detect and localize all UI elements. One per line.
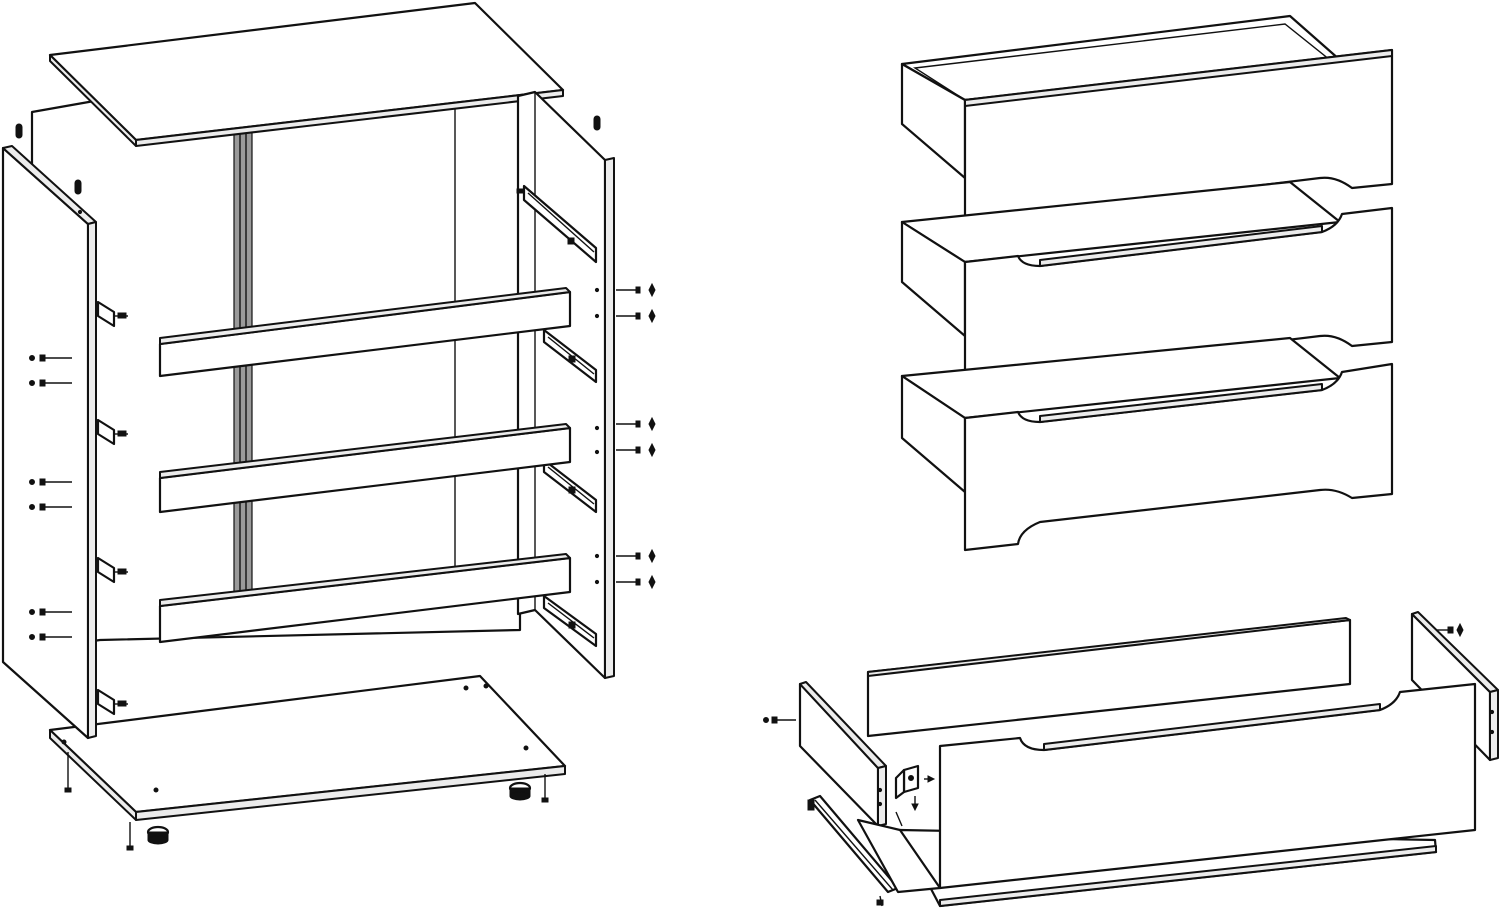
dowel-icon: [74, 179, 82, 195]
cross-rail: [158, 423, 572, 514]
drawer-front: [900, 336, 1394, 552]
screw-icon: [763, 716, 796, 724]
screw-icon: [29, 633, 72, 641]
foot-icon: [126, 822, 134, 851]
drawer-runner-icon: [516, 184, 598, 264]
screw-icon: [29, 608, 72, 616]
cross-rail: [158, 287, 572, 378]
drawer-runner-icon-group: [516, 184, 598, 648]
screw-icon: [29, 379, 72, 387]
screw-icon: [616, 282, 656, 298]
foot-icon: [64, 752, 72, 793]
drawer-left-side: [798, 681, 887, 828]
drawer-front-panel: [938, 682, 1477, 890]
screw-icon: [895, 811, 903, 827]
foot-icon: [541, 774, 549, 803]
dowel-icon: [593, 115, 601, 131]
dowel-icon-group: [15, 115, 601, 195]
drawer-front: [900, 14, 1394, 240]
drawer-runner-icon: [542, 594, 598, 648]
left-side-panel: [1, 145, 97, 740]
cam-nut-icon: [96, 688, 128, 716]
screw-icon: [616, 416, 656, 432]
bottom-panel: [48, 674, 567, 821]
screw-icon: [876, 895, 884, 907]
drawer-exploded: [763, 611, 1499, 908]
foot-icon: [508, 781, 532, 801]
screw-icon: [616, 548, 656, 564]
screw-icon: [1436, 622, 1464, 638]
screw-icon-group-left: [29, 354, 72, 641]
drawer-stack: [900, 14, 1394, 552]
drawer-runner-icon: [542, 328, 598, 384]
foot-icon-group: [64, 752, 549, 851]
screw-icon: [29, 354, 72, 362]
drawer-back-panel: [866, 617, 1352, 738]
bracket-icon: [894, 764, 936, 812]
cam-nut-icon: [96, 300, 128, 328]
drawer-runner-icon: [542, 458, 598, 514]
top-panel: [48, 1, 565, 147]
cabinet-assembly: [1, 1, 656, 851]
screw-icon: [616, 308, 656, 324]
screw-icon: [29, 503, 72, 511]
drawer-runner: [807, 794, 942, 894]
drawer-front: [900, 180, 1394, 398]
screw-icon: [29, 478, 72, 486]
screw-icon-group-right: [616, 282, 656, 590]
screw-icon: [616, 574, 656, 590]
cam-nut-icon-group: [96, 300, 128, 716]
cross-rail: [158, 553, 572, 644]
cam-nut-icon: [96, 556, 128, 584]
foot-icon: [146, 825, 170, 845]
screw-icon: [616, 442, 656, 458]
dowel-icon: [15, 123, 23, 139]
screw-icon-group-drawer: [763, 622, 1464, 907]
panel-holes: [594, 287, 600, 585]
cam-nut-icon: [96, 418, 128, 446]
